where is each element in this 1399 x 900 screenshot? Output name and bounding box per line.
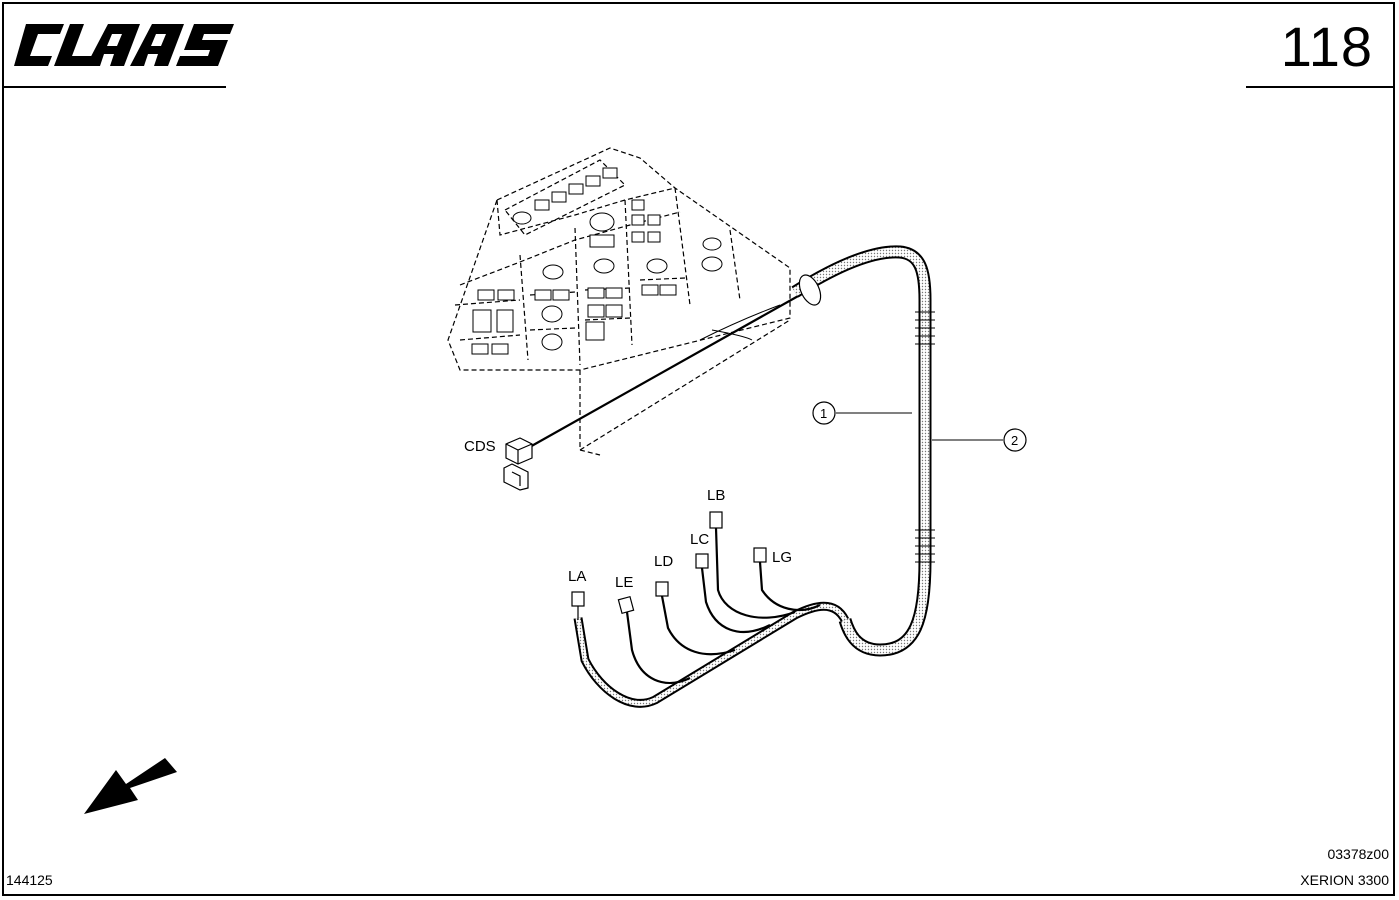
label-cds: CDS	[464, 438, 496, 455]
page-number: 118	[1280, 15, 1373, 78]
header-rule-left	[4, 86, 226, 88]
connector-lb	[709, 511, 723, 529]
connector-le	[617, 595, 635, 615]
callout-1-text: 1	[820, 406, 827, 421]
control-console-outline	[447, 147, 791, 456]
label-ld: LD	[654, 553, 673, 570]
label-lb: LB	[707, 487, 725, 504]
drawing-code: 03378z00	[1327, 846, 1389, 862]
label-le: LE	[615, 574, 633, 591]
label-lg: LG	[772, 549, 792, 566]
cds-connector	[503, 437, 533, 491]
label-la: LA	[568, 568, 586, 585]
branch-harness	[573, 527, 850, 708]
connector-ld	[655, 581, 669, 597]
model-name: XERION 3300	[1300, 872, 1389, 888]
connector-lc	[695, 553, 709, 569]
connector-lg	[753, 547, 767, 563]
figure-id: 144125	[6, 872, 53, 888]
callout-1: 1	[812, 401, 912, 425]
label-lc: LC	[690, 531, 709, 548]
callout-2: 2	[932, 428, 1027, 452]
console-switches	[471, 167, 723, 355]
cds-cable	[527, 294, 801, 449]
connector-la	[571, 591, 585, 620]
header-rule-right	[1246, 86, 1395, 88]
direction-arrow-icon	[84, 758, 177, 814]
callout-2-text: 2	[1011, 433, 1018, 448]
claas-logo	[14, 24, 234, 66]
main-harness	[791, 245, 935, 657]
